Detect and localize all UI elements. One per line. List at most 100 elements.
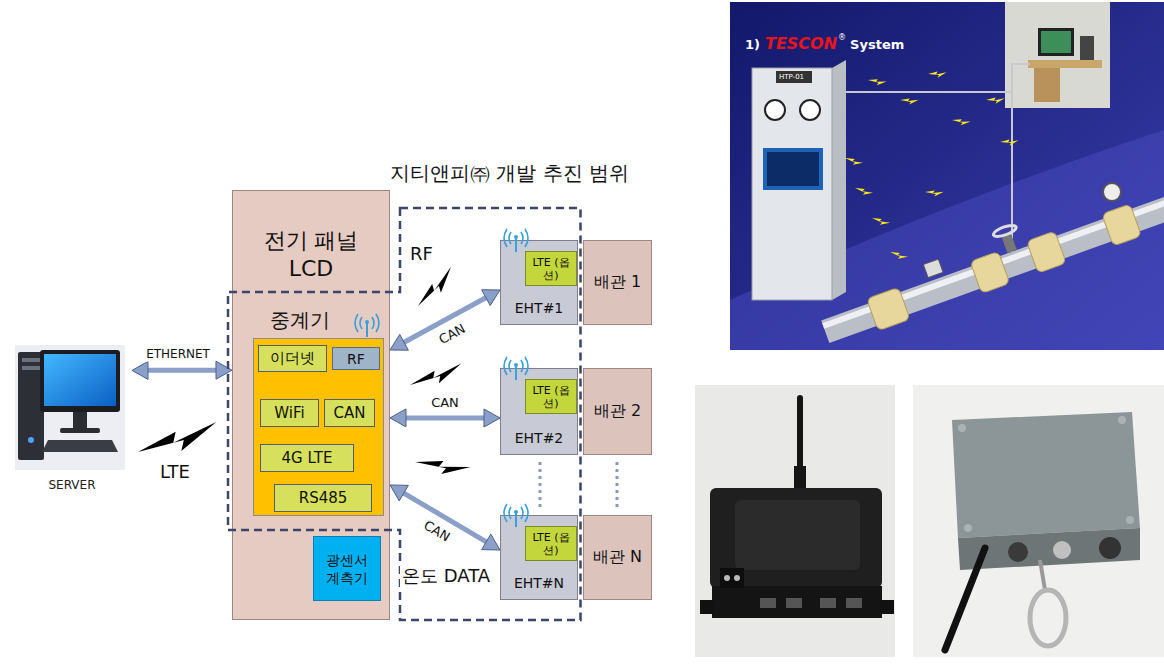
tescon-illustration [832,92,1012,258]
relay-photo [786,598,802,608]
relay-photo [710,488,882,588]
double-arrow [390,290,500,350]
registered-mark: ® [838,33,846,43]
tescon-illustration [871,214,890,229]
eht-box: EHT#N LTE (옵션) [500,515,578,600]
eht-photo [958,424,966,432]
wireless-bolt [410,267,459,308]
eht-photo [945,548,985,650]
interface-box-text: WiFi [274,404,304,422]
interface-box-text: 4G LTE [282,449,333,467]
tescon-illustration [1041,31,1071,53]
tescon-illustration [889,248,908,263]
relay-box: 중계기이더넷RFWiFiCAN4G LTERS485 [253,338,384,516]
lte-option-box: LTE (옵션) [525,379,577,414]
tescon-illustration [832,60,846,300]
eht-photo [1008,542,1028,562]
development-scope-outline [228,208,581,620]
tescon-illustration [970,251,1010,293]
tescon-illustration [951,115,970,128]
relay-photo [820,598,836,608]
ellipsis-dots [616,462,619,508]
relay-photo [695,385,895,657]
server-computer-icon [15,345,125,470]
eht-photo [1118,416,1126,424]
interface-box-text: RF [347,351,365,367]
tescon-illustration [924,187,943,198]
eht-photo [1126,516,1134,524]
server-computer-icon [40,350,120,412]
pipe-box-text: 배관 1 [594,272,641,293]
tescon-illustration [765,100,785,120]
relay-photo [846,598,862,608]
lte-option-box: LTE (옵션) [525,526,577,561]
tescon-illustration [821,190,1164,343]
eht-box-text: EHT#N [501,575,577,591]
server-node: SERVER [12,340,132,500]
system-title: 1) [745,37,760,53]
tescon-illustration [1028,60,1102,68]
interface-box-text: 이더넷 [270,349,315,368]
interface-box: 4G LTE [260,444,354,472]
eht-photo [1040,560,1045,590]
antenna-icon [504,504,528,527]
pipe-box: 배관 2 [583,368,652,455]
arrow-head [390,485,408,501]
double-arrow [390,409,500,427]
interface-box-text: RS485 [299,489,348,507]
pipe-box-text: 배관 2 [594,401,641,422]
double-arrow [390,485,500,550]
tescon-illustration [763,148,823,190]
interface-box: CAN [324,399,375,427]
ellipsis-dots [540,462,617,508]
tescon-illustration [986,95,1005,105]
edge-label: CAN [434,320,469,348]
tescon-illustration [844,69,1019,263]
arrow-shaft [144,368,220,373]
server-computer-icon [28,437,34,443]
interface-box: RF [332,347,380,370]
double-arrow [132,361,232,379]
sensor-box-text: 광센서 계측기 [319,551,375,587]
relay-photo [695,385,895,657]
tescon-illustration [776,71,812,83]
eht-photo [913,385,1164,657]
tescon-illustration [844,154,863,169]
server-computer-icon [15,345,125,470]
arrow-shaft [402,415,488,420]
tescon-illustration [812,166,1164,348]
lte-option-box-text: LTE (옵션) [531,531,571,557]
eht-photo [1030,590,1066,646]
lte-option-box-text: LTE (옵션) [531,256,571,282]
server-computer-icon [44,354,116,406]
system-title: System [850,37,904,53]
development-scope-outline [228,208,581,620]
tescon-illustration [800,100,820,120]
relay-photo [700,600,714,614]
server-computer-icon [22,358,40,362]
scope-title: 지티앤피㈜ 개발 추진 범위 [390,160,629,186]
relay-photo [797,398,803,470]
relay-photo [720,568,744,588]
tescon-illustration [730,2,1164,350]
tescon-illustration [752,68,832,300]
lte-option-box-text: LTE (옵션) [531,384,571,410]
relay-photo [880,600,894,614]
pipe-box-text: 배관 N [593,547,642,568]
wireless-bolt [414,448,470,482]
interface-box: RS485 [274,484,372,512]
eht-box-text: EHT#2 [501,430,577,446]
tescon-illustration [1005,2,1110,108]
tescon-illustration [1027,231,1067,273]
antenna-icon [504,357,528,380]
wireless-label: RF [410,243,433,265]
server-node-text: SERVER [12,478,132,492]
panel-box-text: 전기 패널 LCD [252,227,370,283]
eht-box: EHT#2 LTE (옵션) [500,368,578,455]
wireless-bolt [136,422,219,456]
cabinet-model: HTP-01 [779,71,804,83]
tescon-illustration [928,69,947,79]
eht-photo [913,385,1164,657]
